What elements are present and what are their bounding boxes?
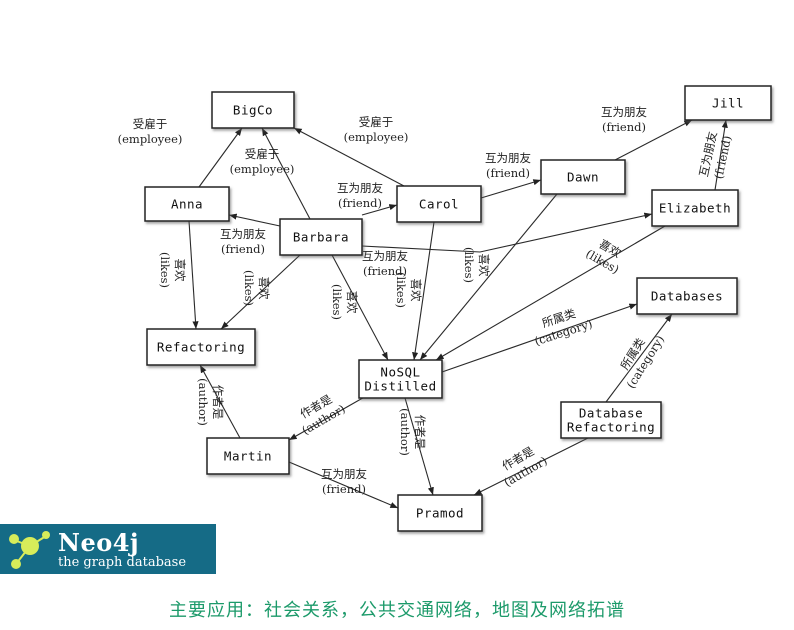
edge-nosql-databases [441, 303, 638, 373]
node-box [684, 85, 772, 121]
edge-label-carol-bigco: 受雇于(employee) [344, 115, 409, 144]
node-label: Database [579, 406, 643, 421]
edge-nosql-pramod [404, 397, 434, 496]
edge-label-carol-dawn: 互为朋友(friend) [485, 151, 531, 180]
edge-label-dbref-databases: 所属类(category) [611, 325, 667, 391]
edge-elizabeth-nosql [435, 225, 666, 361]
node-label: Barbara [293, 230, 349, 245]
neo4j-logo: Neo4j the graph database [0, 524, 216, 574]
node-label: Refactoring [567, 420, 655, 435]
node-elizabeth[interactable]: Elizabeth [651, 189, 739, 227]
node-databases[interactable]: Databases [636, 277, 738, 315]
node-label: Distilled [364, 379, 436, 394]
node-barbara[interactable]: Barbara [279, 218, 363, 256]
node-pramod[interactable]: Pramod [397, 494, 483, 532]
edge-martin-refactoring [199, 364, 241, 439]
edge-label-barbara-carol: 互为朋友(friend) [337, 181, 383, 210]
node-box [211, 91, 295, 129]
edge-label-dawn-jill: 互为朋友(friend) [601, 105, 647, 134]
edge-label-anna-bigco: 受雇于(employee) [118, 117, 183, 146]
node-box [560, 401, 662, 439]
edge-label-dawn-nosql: 喜欢(likes) [462, 247, 491, 283]
node-box [636, 277, 738, 315]
edge-label-anna-refactoring: 喜欢(likes) [158, 252, 187, 288]
node-jill[interactable]: Jill [684, 85, 772, 121]
edge-dawn-nosql [419, 193, 558, 361]
edge-martin-pramod [288, 461, 399, 509]
node-martin[interactable]: Martin [206, 437, 290, 475]
edge-label-dbref-pramod: 作者是(author) [494, 441, 550, 490]
node-label: Refactoring [157, 340, 245, 355]
edge-barbara-anna [228, 213, 281, 227]
edge-label-martin-pramod: 互为朋友(friend) [321, 467, 367, 496]
edge-dbref-databases [605, 313, 673, 403]
edge-barbara-refactoring [220, 254, 301, 330]
node-label: Pramod [416, 506, 464, 521]
node-box [358, 359, 443, 399]
node-carol[interactable]: Carol [396, 185, 482, 223]
edge-anna-refactoring [188, 220, 199, 330]
edge-label-barbara-refactoring: 喜欢(likes) [242, 270, 271, 306]
edge-anna-bigco [198, 127, 243, 188]
node-label: Databases [651, 289, 723, 304]
edge-dbref-pramod [473, 437, 589, 496]
edge-nosql-martin [288, 394, 369, 441]
edge-elizabeth-jill [714, 119, 728, 191]
edge-label-carol-nosql: 喜欢(likes) [394, 272, 423, 308]
edge-label-martin-refactoring: 作者是(author) [196, 378, 225, 426]
edge-barbara-elizabeth [361, 212, 653, 253]
edge-label-barbara-nosql: 喜欢(likes) [330, 284, 359, 320]
node-bigco[interactable]: BigCo [211, 91, 295, 129]
node-box [279, 218, 363, 256]
node-label: Elizabeth [659, 201, 731, 216]
edge-label-nosql-martin: 作者是(author) [292, 389, 348, 438]
edge-label-barbara-anna: 互为朋友(friend) [220, 227, 266, 256]
edge-carol-nosql [412, 221, 435, 361]
node-label: BigCo [233, 103, 273, 118]
edge-barbara-nosql [331, 254, 389, 361]
node-label: NoSQL [380, 365, 420, 380]
node-label: Carol [419, 197, 459, 212]
edge-label-nosql-databases: 所属类(category) [528, 302, 594, 348]
edge-label-barbara-elizabeth: 互为朋友(friend) [362, 249, 408, 278]
logo-title: Neo4j [58, 528, 140, 557]
edge-label-elizabeth-jill: 互为朋友(friend) [696, 130, 734, 182]
edge-label-barbara-bigco: 受雇于(employee) [230, 147, 295, 176]
node-label: Anna [171, 197, 203, 212]
edge-carol-dawn [480, 179, 542, 199]
node-anna[interactable]: Anna [144, 186, 230, 222]
node-box [396, 185, 482, 223]
node-label: Jill [712, 96, 744, 111]
node-box [540, 159, 626, 195]
node-box [144, 186, 230, 222]
node-refactoring[interactable]: Refactoring [146, 328, 256, 366]
edge-carol-bigco [293, 127, 405, 187]
node-box [651, 189, 739, 227]
edge-label-nosql-pramod: 作者是(author) [398, 408, 427, 456]
node-box [206, 437, 290, 475]
edge-barbara-carol [361, 204, 398, 216]
edge-dawn-jill [614, 119, 693, 161]
graph-logo-icon [9, 531, 50, 569]
logo-tagline: the graph database [58, 555, 187, 570]
node-box [146, 328, 256, 366]
node-dawn[interactable]: Dawn [540, 159, 626, 195]
node-box [397, 494, 483, 532]
node-label: Martin [224, 449, 272, 464]
node-label: Dawn [567, 170, 599, 185]
page-caption: 主要应用：社会关系，公共交通网络，地图及网络拓谱 [169, 600, 625, 621]
edge-barbara-bigco [261, 127, 311, 220]
